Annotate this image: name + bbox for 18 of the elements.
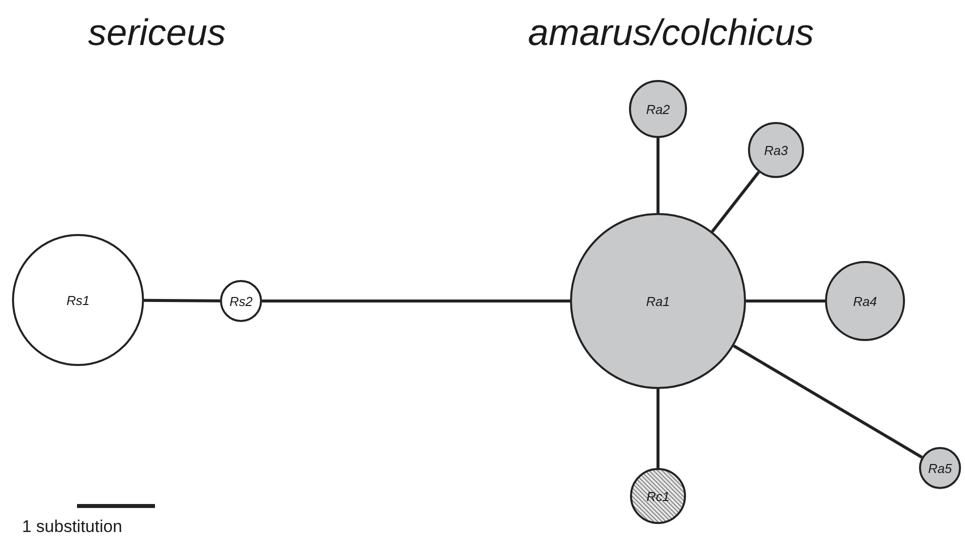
haplotype-label: Ra2 [646, 102, 670, 116]
group-heading: sericeus [88, 14, 226, 51]
connector-line [656, 389, 660, 468]
connector-line [144, 298, 220, 302]
connector-line [262, 300, 570, 302]
haplotype-label: Ra5 [928, 462, 952, 474]
haplotype-label: Ra3 [764, 144, 788, 156]
scale-label: 1 substitution [22, 518, 122, 535]
haplotype-label: Rc1 [646, 490, 670, 502]
connector-line [746, 300, 825, 302]
haplotype-label: Ra1 [646, 294, 670, 308]
connector-line [732, 344, 923, 459]
haplotype-label: Rs1 [66, 294, 90, 306]
connector-line [656, 138, 660, 213]
haplotype-label: Rs2 [229, 294, 253, 308]
haplotype-label: Ra4 [853, 294, 877, 308]
group-heading: amarus/colchicus [528, 14, 814, 51]
connector-line [711, 171, 760, 233]
